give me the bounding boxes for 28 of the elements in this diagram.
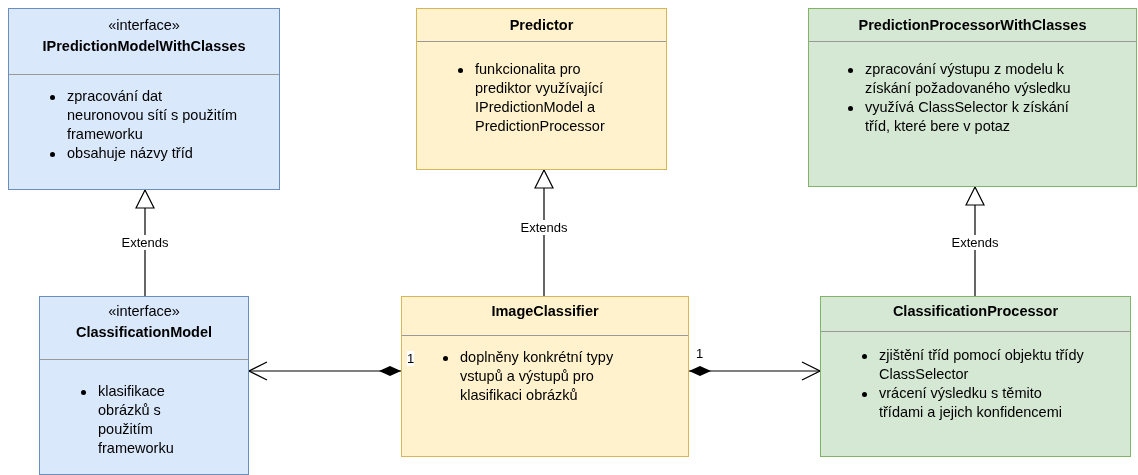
inheritance-arrow	[534, 169, 554, 297]
class-name: IPredictionModelWithClasses	[41, 38, 247, 55]
bullet-text: obsahuje názvy tříd	[67, 145, 193, 161]
inheritance-arrow	[965, 186, 985, 297]
edge-label: 1	[407, 350, 415, 366]
stereotype-label: «interface»	[107, 17, 181, 34]
class-box	[416, 8, 667, 170]
class-box	[808, 8, 1137, 187]
bullet-text: funkcionalita pro prediktor využívající IPredictionModel a PredictionProcessor	[475, 61, 605, 134]
inheritance-arrow	[248, 361, 402, 381]
edge-label: Extends	[520, 219, 568, 235]
stereotype-label: «interface»	[107, 303, 181, 320]
class-name: ClassificationProcessor	[891, 303, 1060, 320]
class-name: ClassificationModel	[74, 324, 214, 341]
class-box	[401, 296, 689, 457]
bullet-text: klasifikace obrázků s použitím frameworku	[98, 383, 174, 456]
class-box	[39, 296, 249, 475]
class-box	[8, 8, 280, 190]
edge-label: Extends	[121, 234, 169, 250]
class-name: Predictor	[508, 17, 575, 34]
bullet-text: doplněny konkrétní typy vstupů a výstupů pro klasifikaci obrázků	[460, 349, 614, 403]
bullet-text: využívá ClassSelector k získání tříd, které bere v potaz	[865, 99, 1069, 134]
class-box	[820, 296, 1131, 457]
class-name: PredictionProcessorWithClasses	[857, 17, 1088, 34]
bullet-text: vrácení výsledku s těmito třídami a jejich konfidencemi	[879, 385, 1062, 420]
edge-label: Extends	[951, 234, 999, 250]
inheritance-arrow	[688, 361, 821, 381]
class-name: ImageClassifier	[490, 303, 600, 320]
